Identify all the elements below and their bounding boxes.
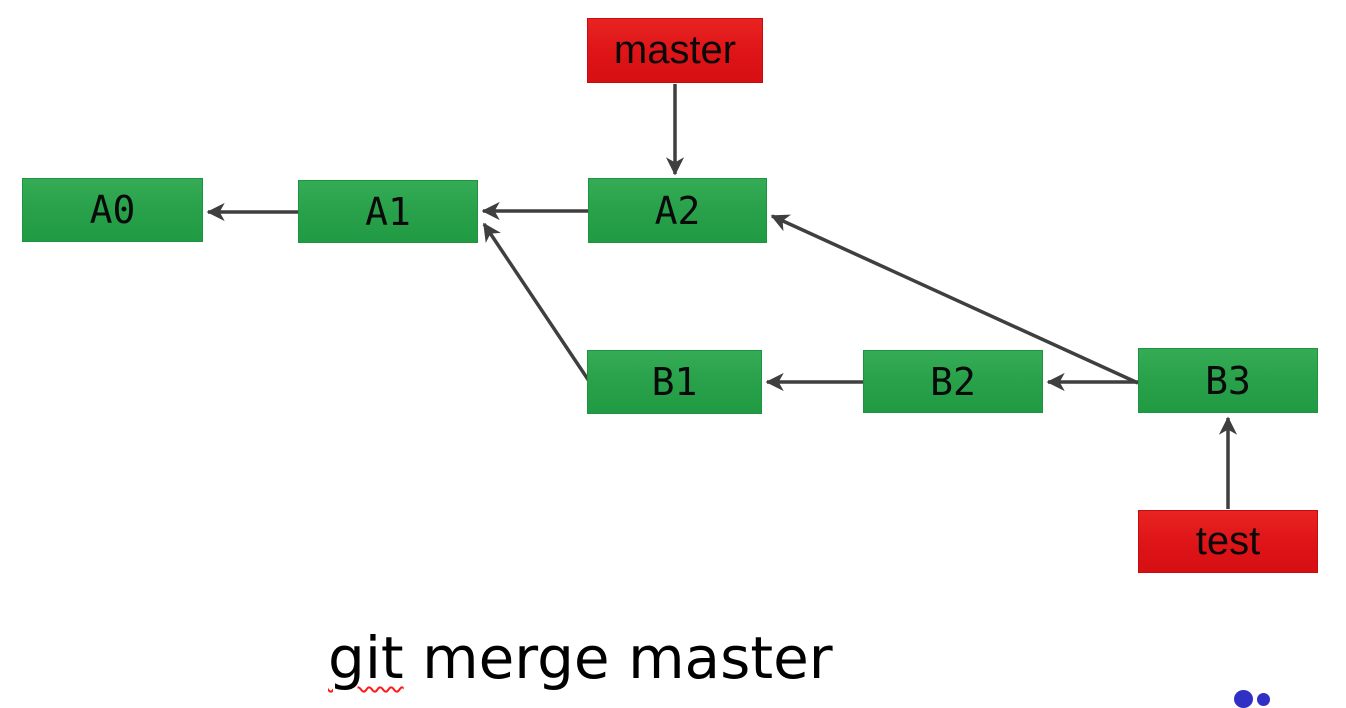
node-label: test	[1195, 519, 1261, 563]
caption-git-merge-master: git merge master	[328, 624, 833, 692]
branch-label-master: master	[587, 18, 763, 83]
edge-B3-to-A2	[770, 214, 1139, 385]
node-label: B3	[1205, 358, 1251, 403]
node-label: A1	[365, 189, 411, 234]
commit-node-B2: B2	[863, 350, 1043, 413]
corner-blue-dot-small	[1257, 693, 1270, 706]
caption-word-merge: merge	[422, 624, 610, 692]
node-label: B2	[930, 359, 976, 404]
commit-node-A2: A2	[588, 178, 767, 243]
commit-node-B1: B1	[587, 350, 762, 414]
commit-node-A1: A1	[298, 180, 478, 243]
caption-word-git: git	[328, 624, 404, 692]
node-label: B1	[651, 360, 698, 404]
branch-label-test: test	[1138, 510, 1318, 573]
node-label: A0	[89, 188, 136, 232]
node-label: A2	[654, 188, 701, 233]
edge-B1-to-A1	[482, 222, 591, 382]
commit-node-B3: B3	[1138, 348, 1318, 413]
node-label: master	[613, 28, 737, 72]
caption-word-master: master	[628, 624, 833, 692]
corner-blue-dot-large	[1234, 690, 1253, 708]
commit-node-A0: A0	[22, 178, 203, 242]
